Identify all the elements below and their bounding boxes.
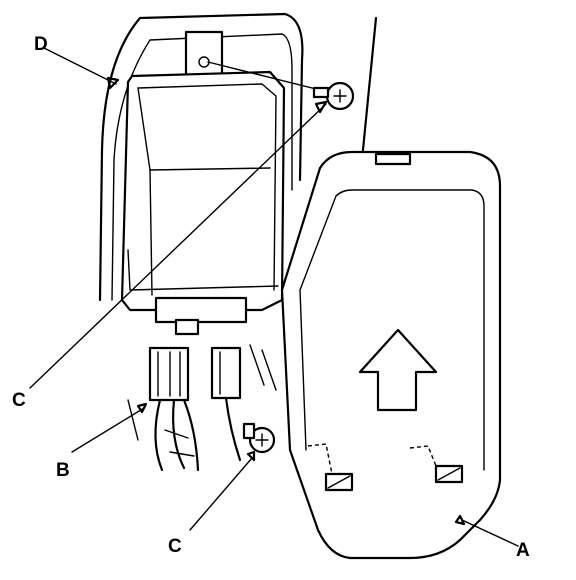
cover-a xyxy=(280,150,502,560)
connectors xyxy=(148,346,242,472)
body-panel xyxy=(98,12,378,441)
callout-c-top: C xyxy=(12,390,26,411)
control-unit xyxy=(120,30,286,336)
callout-a: A xyxy=(516,540,530,561)
screw-bottom xyxy=(242,422,276,454)
leader-lines xyxy=(29,47,519,547)
screw-top xyxy=(207,61,355,111)
callout-d: D xyxy=(34,34,48,55)
callout-c-bottom: C xyxy=(168,536,182,557)
callout-b: B xyxy=(56,460,70,481)
